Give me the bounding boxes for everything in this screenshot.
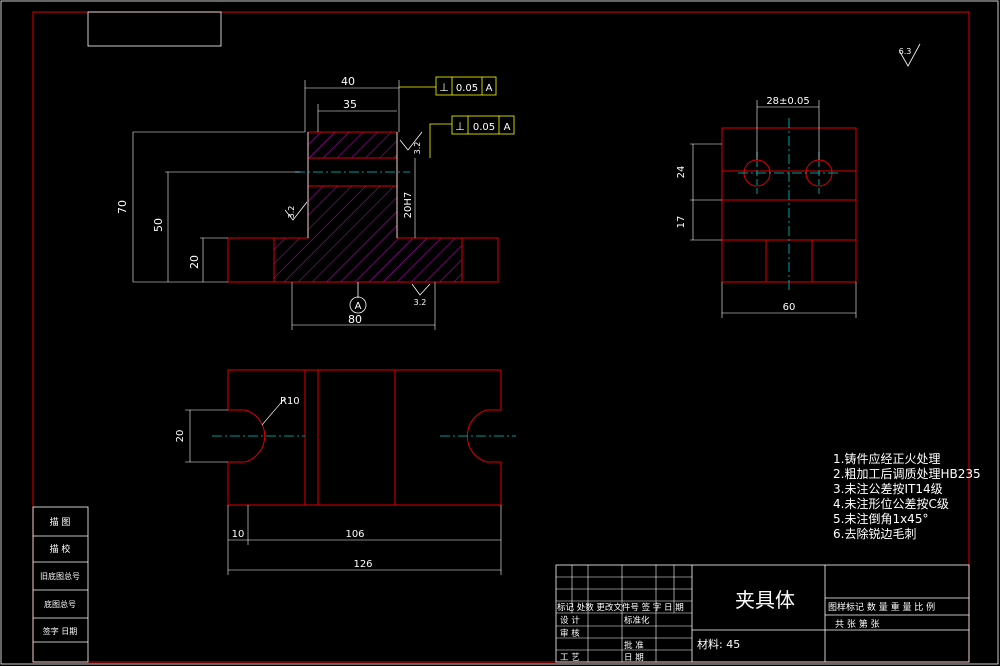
tb-row-right-2: 共 张 第 张	[835, 618, 880, 630]
plan-view: R10 20 10 106 126	[175, 369, 516, 575]
note-4: 4.未注形位公差按C级	[833, 496, 949, 511]
side-table: 描 图 描 校 旧底图总号 底图总号 签字 日期	[32, 506, 89, 663]
roughness-symbol-general: 6.3	[899, 43, 921, 67]
dim-plan-overall-width: 126	[353, 559, 372, 570]
dim-side-width: 60	[783, 302, 796, 313]
material: 材料: 45	[697, 637, 740, 651]
svg-text:设 计: 设 计	[560, 615, 580, 626]
front-right-flange	[461, 237, 499, 283]
dim-front-base-width: 80	[348, 313, 362, 326]
dim-front-overall-height: 70	[116, 200, 129, 214]
technical-notes: 1.铸件应经正火处理 2.粗加工后调质处理HB235 3.未注公差按IT14级 …	[833, 451, 981, 541]
dim-side-hole-spacing: 28±0.05	[766, 96, 809, 107]
dim-side-lower-height: 17	[676, 216, 687, 229]
svg-text:3.2: 3.2	[287, 206, 296, 219]
part-name: 夹具体	[735, 588, 795, 612]
svg-text:标准化: 标准化	[624, 615, 650, 626]
datum-a-label: A	[355, 301, 362, 312]
svg-text:底图总号: 底图总号	[44, 599, 76, 609]
roughness-symbol-3: 3.2	[411, 283, 431, 307]
front-view: A 40 35 70 50 20 80 20H7 ⊥ 0.05 A ⊥ 0.05…	[116, 75, 515, 330]
note-1: 1.铸件应经正火处理	[833, 451, 940, 466]
dim-front-mid-height: 50	[152, 218, 165, 232]
svg-text:6.3: 6.3	[899, 47, 912, 56]
note-6: 6.去除锐边毛刺	[833, 526, 916, 541]
dim-front-base-height: 20	[188, 255, 201, 269]
svg-text:工 艺: 工 艺	[560, 653, 580, 663]
dim-plan-inner-width: 106	[345, 529, 364, 540]
corner-code-box	[87, 11, 222, 47]
note-2: 2.粗加工后调质处理HB235	[833, 467, 981, 481]
svg-text:描 图: 描 图	[50, 516, 71, 528]
svg-text:3.2: 3.2	[414, 298, 427, 307]
svg-text:⊥: ⊥	[455, 120, 465, 133]
perpendicularity-frame-1: ⊥ 0.05 A	[435, 76, 497, 96]
svg-text:签字 日期: 签字 日期	[43, 626, 78, 636]
roughness-symbol-2: 3.2	[284, 201, 308, 221]
dim-side-upper-height: 24	[676, 166, 687, 179]
svg-text:A: A	[486, 83, 493, 94]
svg-text:批 准: 批 准	[624, 640, 644, 651]
dim-front-bore: 20H7	[403, 192, 414, 219]
svg-text:审 核: 审 核	[560, 628, 580, 639]
svg-text:旧底图总号: 旧底图总号	[40, 571, 80, 581]
title-block: 标记 处数 更改文件号 签 字 日 期 设 计 标准化 审 核 批 准 工 艺 …	[555, 564, 970, 663]
tb-row-right-1: 图样标记 数 量 重 量 比 例	[828, 601, 935, 613]
svg-text:A: A	[504, 122, 511, 133]
front-lower-section	[273, 185, 463, 283]
tb-row-left-1: 标记 处数 更改文件号 签 字 日 期	[557, 602, 684, 613]
datum-a-circle	[349, 296, 367, 314]
dim-plan-radius: R10	[280, 396, 300, 407]
front-left-flange	[227, 237, 275, 283]
dim-plan-offset: 10	[232, 529, 245, 540]
dim-front-inner-width: 35	[343, 98, 357, 111]
note-5: 5.未注倒角1x45°	[833, 511, 928, 526]
svg-text:3.2: 3.2	[413, 142, 422, 155]
note-3: 3.未注公差按IT14级	[833, 481, 943, 496]
front-top-section	[307, 131, 398, 159]
svg-text:0.05: 0.05	[473, 122, 495, 133]
roughness-symbol-1: 3.2	[399, 131, 423, 155]
inner-frame	[32, 11, 970, 663]
svg-text:日 期: 日 期	[624, 653, 644, 663]
perpendicularity-frame-2: ⊥ 0.05 A	[451, 115, 515, 135]
svg-text:描 校: 描 校	[50, 543, 71, 555]
side-view: 28±0.05 24 17 60	[676, 96, 857, 318]
dim-front-top-width: 40	[341, 75, 355, 88]
svg-text:⊥: ⊥	[439, 81, 449, 94]
svg-text:0.05: 0.05	[456, 83, 478, 94]
dim-plan-slot-width: 20	[175, 430, 186, 443]
